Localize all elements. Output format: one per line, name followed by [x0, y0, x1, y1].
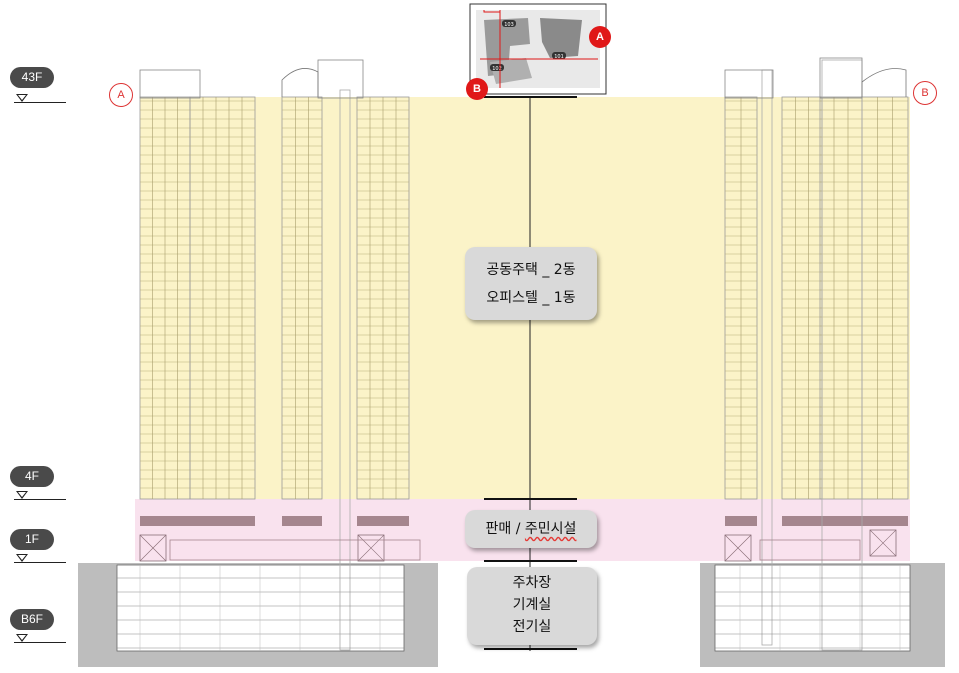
core-shaft-1 — [339, 89, 351, 651]
roof-structure-4 — [724, 69, 774, 99]
tower-facade-2 — [189, 96, 256, 526]
tower-facade-8 — [861, 96, 909, 526]
retail-label-part-a: 판매 / — [485, 521, 525, 537]
section-marker-b: B — [913, 81, 937, 105]
floor-label-1f: 1F — [10, 529, 54, 550]
section-marker-a: A — [109, 83, 133, 107]
level-line-43f — [14, 102, 66, 103]
basement-grid-lines — [117, 565, 910, 651]
roof-arch-left — [281, 68, 319, 97]
key-plan-marker-a: A — [589, 26, 611, 48]
roof-structure-1 — [139, 69, 201, 99]
tower-facade-6 — [781, 96, 823, 526]
podium-bay-4 — [869, 529, 897, 557]
roof-structure-2 — [317, 59, 364, 99]
tower-facade-3 — [281, 96, 323, 526]
basement-zone-label: 주차장 기계실 전기실 — [467, 567, 597, 645]
basement-line-1: 주차장 — [512, 575, 552, 591]
key-plan-label-102: 102 — [492, 66, 502, 72]
level-marker-b6f-icon — [16, 634, 28, 642]
podium-bay-1 — [139, 534, 167, 562]
floor-label-4f: 4F — [10, 466, 54, 487]
residential-zone-label: 공동주택 _ 2동 오피스텔 _ 1동 — [465, 247, 597, 320]
basement-line-2: 기계실 — [512, 597, 552, 613]
tower-facade-5 — [724, 96, 758, 526]
key-plan-marker-b: B — [466, 78, 488, 100]
tower-facades — [139, 57, 909, 651]
residential-line-2: 오피스텔 _ 1동 — [486, 290, 576, 306]
podium-bay-2 — [357, 534, 385, 562]
level-line-b6f — [14, 642, 66, 643]
core-shaft-3 — [821, 59, 863, 651]
basement-floors-right — [714, 564, 911, 652]
roof-arch-right — [861, 68, 907, 97]
tower-facade-4 — [356, 96, 410, 526]
level-line-4f — [14, 499, 66, 500]
level-marker-1f-icon — [16, 554, 28, 562]
basement-line-3: 전기실 — [512, 619, 552, 635]
podium-mass-right — [759, 539, 861, 561]
retail-label-part-b: 주민시설 — [524, 521, 577, 537]
floor-label-b6f: B6F — [10, 609, 54, 630]
basement-floors-left — [116, 564, 405, 652]
roof-structure-3 — [819, 57, 863, 99]
level-line-1f — [14, 562, 66, 563]
residential-line-1: 공동주택 _ 2동 — [486, 262, 576, 278]
podium-bay-3 — [724, 534, 752, 562]
key-plan-label-101: 101 — [554, 54, 564, 60]
key-plan: 103 101 102 — [469, 3, 607, 95]
level-marker-4f-icon — [16, 491, 28, 499]
retail-zone-label: 판매 / 주민시설 — [465, 510, 597, 548]
key-plan-label-103: 103 — [504, 22, 514, 28]
level-marker-43f-icon — [16, 94, 28, 102]
floor-label-43f: 43F — [10, 67, 54, 88]
tower-facade-7 — [819, 96, 863, 526]
podium-mass-left — [169, 539, 421, 561]
